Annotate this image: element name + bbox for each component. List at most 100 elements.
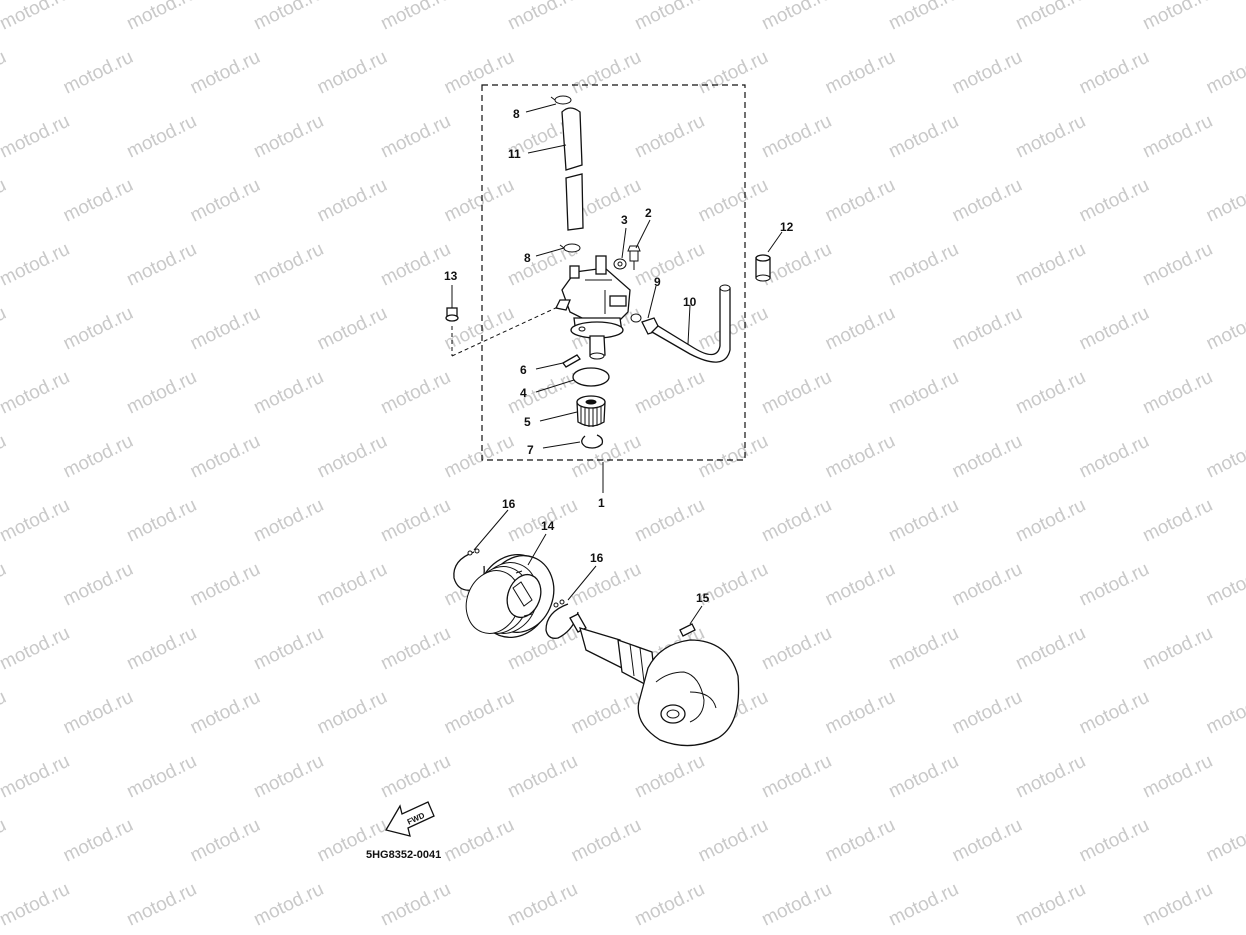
watermark-text: motod.ru <box>631 0 708 34</box>
watermark-text: motod.ru <box>885 751 962 803</box>
watermark-text: motod.ru <box>822 687 899 739</box>
watermark-text: motod.ru <box>0 687 10 739</box>
part-11-hose <box>561 107 584 231</box>
watermark-text: motod.ru <box>695 175 772 227</box>
part-2-screw <box>627 245 641 270</box>
watermark-text: motod.ru <box>250 239 327 291</box>
watermark-text: motod.ru <box>1139 0 1216 34</box>
watermark-text: motod.ru <box>1139 367 1216 419</box>
watermark-text: motod.ru <box>250 495 327 547</box>
watermark-text: motod.ru <box>0 0 73 34</box>
watermark-text: motod.ru <box>631 879 708 931</box>
watermark-text: motod.ru <box>504 367 581 419</box>
watermark-text: motod.ru <box>1012 239 1089 291</box>
watermark-text: motod.ru <box>568 559 645 611</box>
part-13-bolt <box>445 298 561 357</box>
callout-1: 1 <box>598 496 605 510</box>
watermark-text: motod.ru <box>758 751 835 803</box>
watermark-text: motod.ru <box>377 111 454 163</box>
watermark-text: motod.ru <box>1203 559 1246 611</box>
callout-16-left: 16 <box>502 497 516 511</box>
watermark-text: motod.ru <box>1076 559 1153 611</box>
watermark-text: motod.ru <box>822 815 899 867</box>
watermark-text: motod.ru <box>949 559 1026 611</box>
watermark-text: motod.ru <box>314 303 391 355</box>
watermark-text: motod.ru <box>695 303 772 355</box>
watermark-text: motod.ru <box>631 367 708 419</box>
watermark-text: motod.ru <box>441 815 518 867</box>
watermark-text: motod.ru <box>123 495 200 547</box>
callout-14: 14 <box>541 519 555 533</box>
watermark-text: motod.ru <box>0 495 73 547</box>
watermark-text: motod.ru <box>0 879 73 931</box>
watermark-text: motod.ru <box>314 559 391 611</box>
diagram-code: 5HG8352-0041 <box>366 849 441 861</box>
watermark-text: motod.ru <box>0 431 10 483</box>
watermark-text: motod.ru <box>758 879 835 931</box>
watermark-text: motod.ru <box>123 111 200 163</box>
watermark-text: motod.ru <box>1076 687 1153 739</box>
watermark-text: motod.ru <box>250 879 327 931</box>
watermark-text: motod.ru <box>1076 175 1153 227</box>
watermark-text: motod.ru <box>187 303 264 355</box>
watermark-text: motod.ru <box>123 751 200 803</box>
watermark-text: motod.ru <box>187 687 264 739</box>
part-14-drive-gear <box>465 554 555 638</box>
watermark-text: motod.ru <box>1012 495 1089 547</box>
watermark-text: motod.ru <box>949 47 1026 99</box>
watermark-text: motod.ru <box>631 239 708 291</box>
crankshaft <box>569 613 740 747</box>
watermark-text: motod.ru <box>631 751 708 803</box>
watermark-text: motod.ru <box>885 111 962 163</box>
callout-9: 9 <box>654 275 661 289</box>
watermark-text: motod.ru <box>314 687 391 739</box>
watermark-text: motod.ru <box>1203 47 1246 99</box>
watermark-text: motod.ru <box>0 623 73 675</box>
callout-10: 10 <box>683 295 697 309</box>
watermark-text: motod.ru <box>0 175 10 227</box>
watermark-text: motod.ru <box>1139 239 1216 291</box>
watermark-text: motod.ru <box>441 175 518 227</box>
watermark-text: motod.ru <box>441 687 518 739</box>
watermark-text: motod.ru <box>0 367 73 419</box>
part-6-pin <box>562 354 581 368</box>
watermark-text: motod.ru <box>568 47 645 99</box>
watermark-text: motod.ru <box>885 879 962 931</box>
watermark-text: motod.ru <box>631 495 708 547</box>
watermark-text: motod.ru <box>822 175 899 227</box>
watermark-text: motod.ru <box>568 687 645 739</box>
fwd-arrow-icon <box>385 801 435 837</box>
watermark-text: motod.ru <box>187 559 264 611</box>
watermark-text: motod.ru <box>1076 815 1153 867</box>
watermark-text: motod.ru <box>1012 751 1089 803</box>
watermark-text: motod.ru <box>377 751 454 803</box>
watermark-text: motod.ru <box>885 239 962 291</box>
watermark-text: motod.ru <box>949 431 1026 483</box>
watermark-text: motod.ru <box>822 303 899 355</box>
watermark-text: motod.ru <box>758 0 835 34</box>
oil-pump-body <box>555 255 642 360</box>
watermark-text: motod.ru <box>250 623 327 675</box>
watermark-text: motod.ru <box>250 111 327 163</box>
part-16-circlip-right <box>545 599 579 639</box>
leader-lines <box>451 103 783 625</box>
watermark-text: motod.ru <box>822 47 899 99</box>
part-15-dowel-pin <box>679 623 696 637</box>
watermark-text: motod.ru <box>187 175 264 227</box>
watermark-text: motod.ru <box>1203 303 1246 355</box>
part-12-collar <box>755 254 771 282</box>
watermark-text: motod.ru <box>568 815 645 867</box>
watermark-text: motod.ru <box>377 239 454 291</box>
callout-16-right: 16 <box>590 551 604 565</box>
watermark-text: motod.ru <box>1012 879 1089 931</box>
watermark-text: motod.ru <box>758 623 835 675</box>
watermark-text: motod.ru <box>123 0 200 34</box>
watermark-text: motod.ru <box>1139 751 1216 803</box>
watermark-text: motod.ru <box>1076 431 1153 483</box>
watermark-text: motod.ru <box>60 431 137 483</box>
watermark-text: motod.ru <box>1203 175 1246 227</box>
watermark-text: motod.ru <box>695 815 772 867</box>
watermark-text: motod.ru <box>949 303 1026 355</box>
